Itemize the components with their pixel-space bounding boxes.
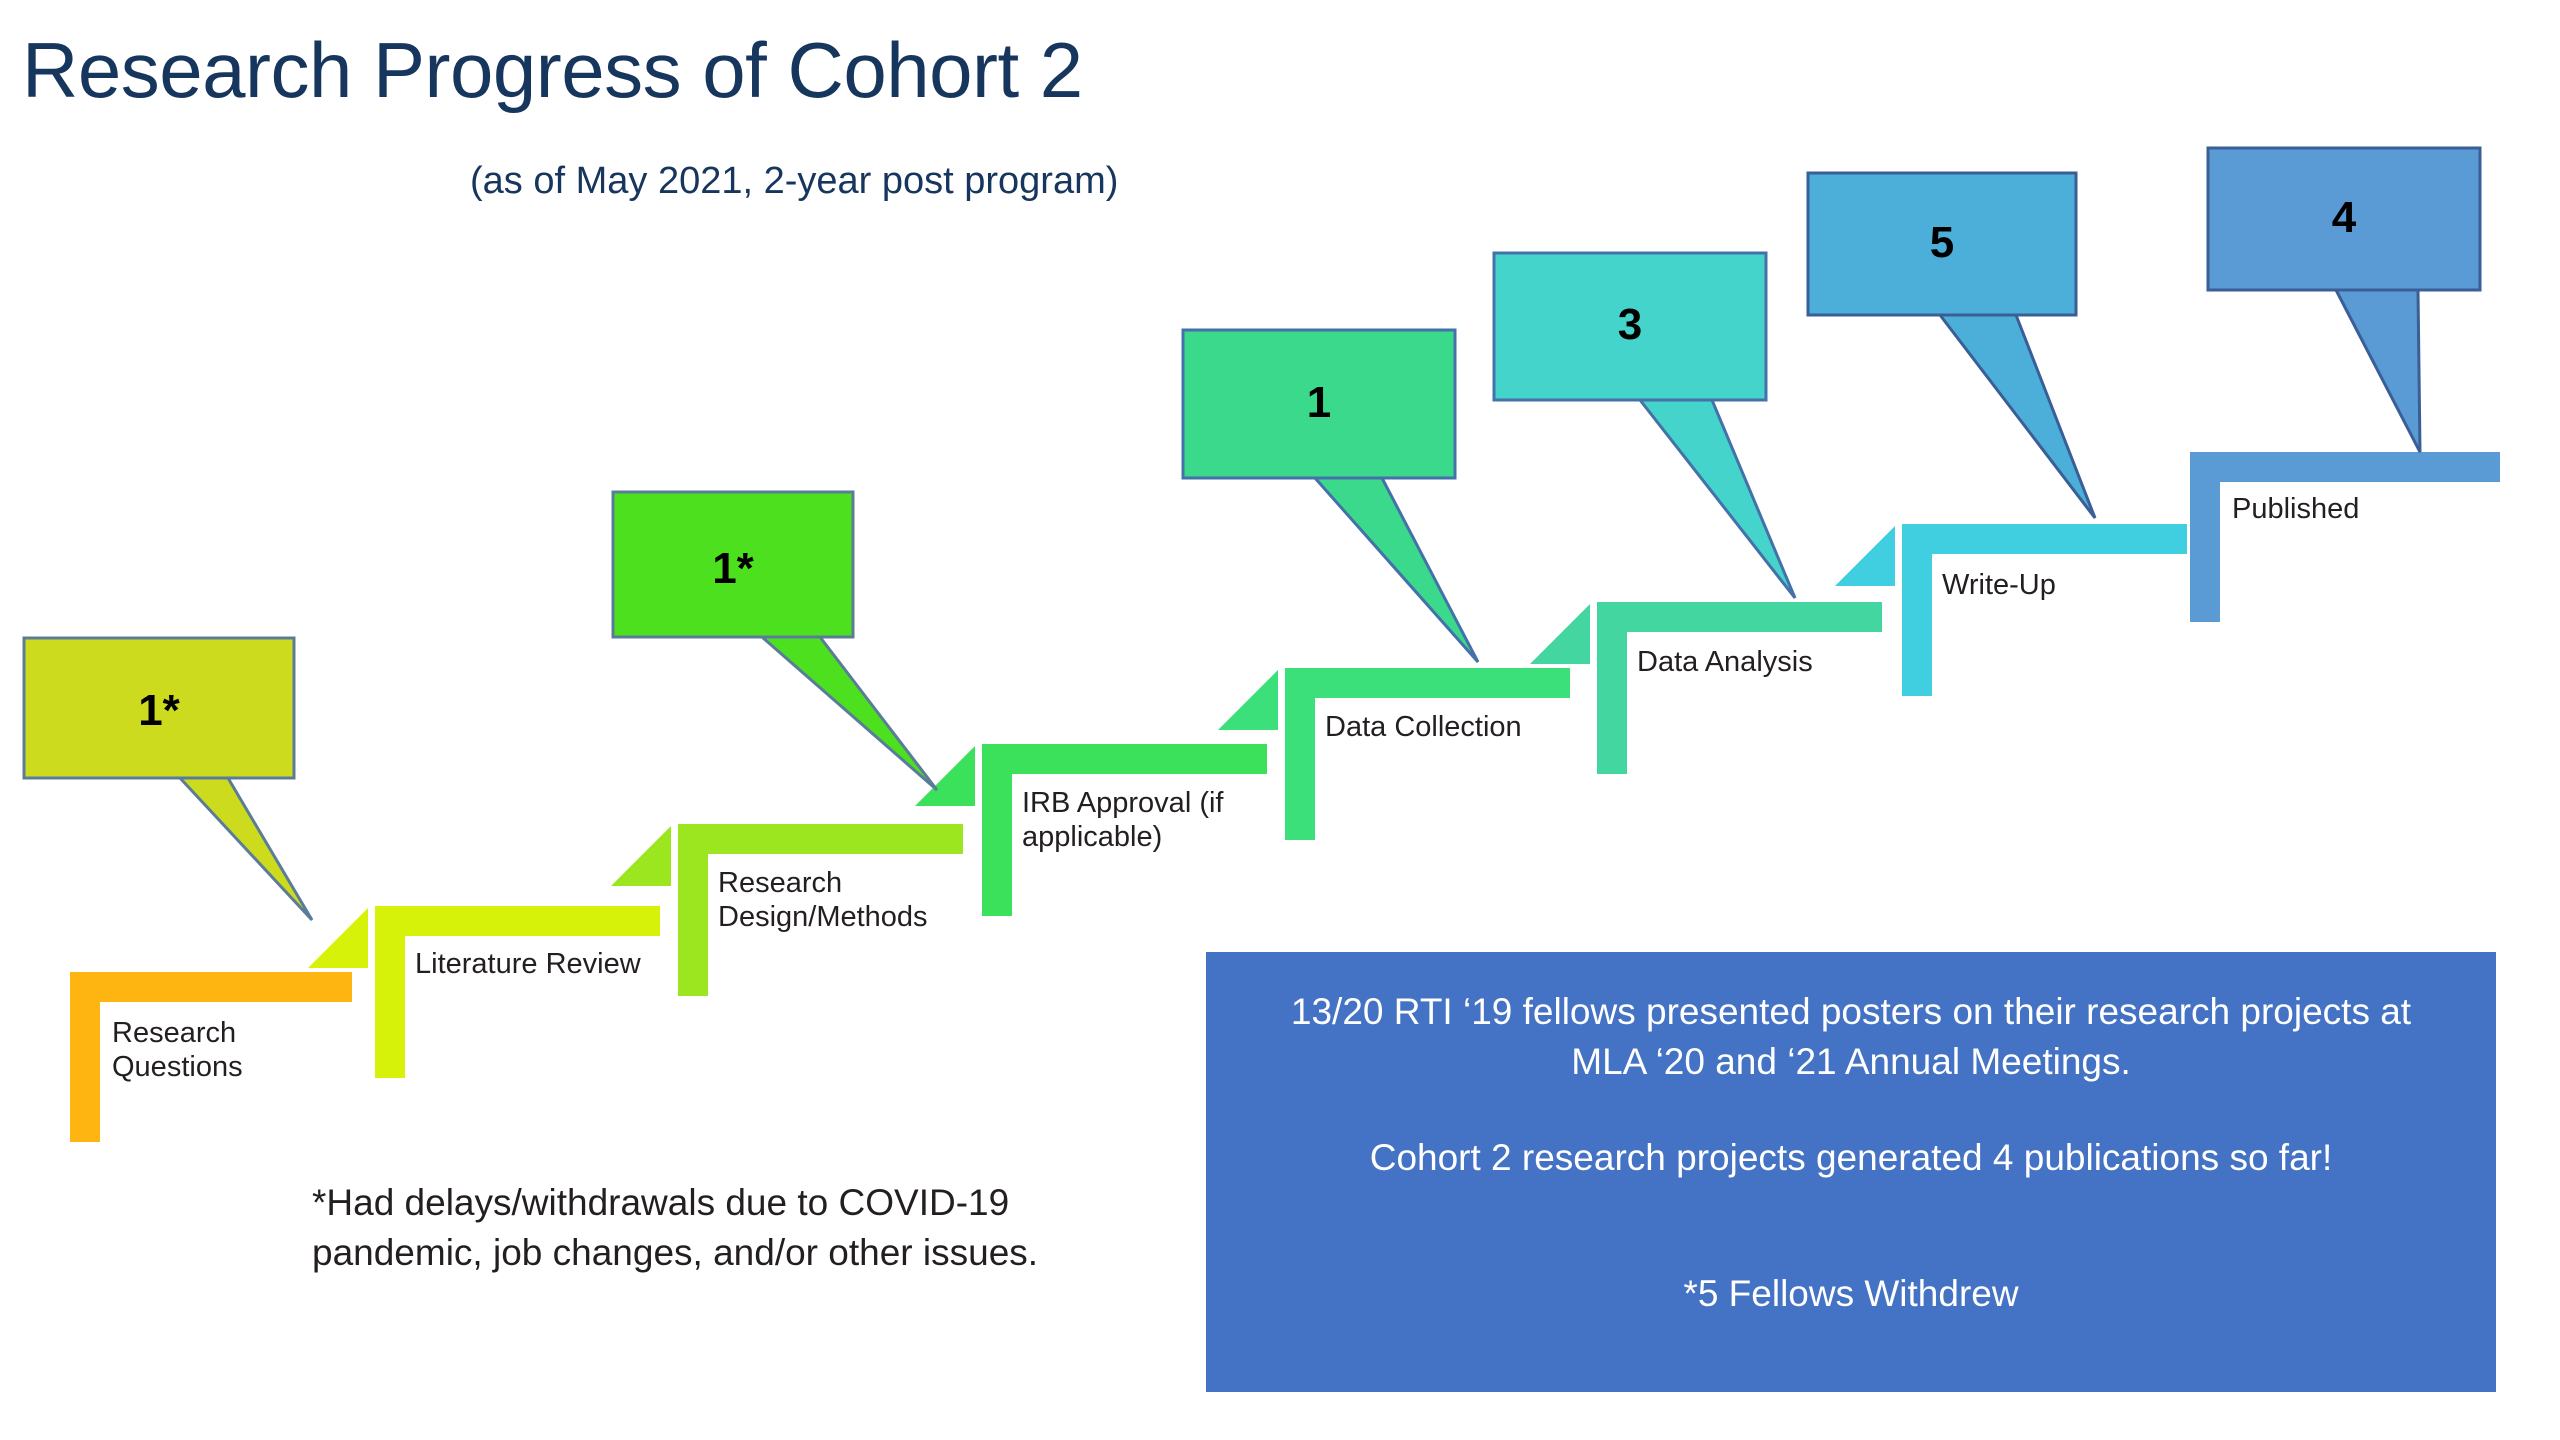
step-label-data-collection: Data Collection bbox=[1325, 711, 1522, 743]
callout-tail-callout-data-collection bbox=[1311, 476, 1480, 663]
callout-bubble-callout-research-questions[interactable] bbox=[22, 636, 296, 780]
riser-triangle-data-analysis bbox=[1530, 604, 1590, 664]
step-label-irb-approval: IRB Approval (if applicable) bbox=[1022, 787, 1224, 854]
info-spacer-2 bbox=[1249, 1183, 2453, 1269]
step-label-research-questions: Research Questions bbox=[112, 1017, 243, 1084]
step-arrow-published[interactable] bbox=[2190, 452, 2500, 622]
callout-bubble-group bbox=[22, 146, 2482, 922]
riser-triangle-research-design-methods bbox=[611, 826, 671, 886]
step-arrow-group bbox=[70, 452, 2500, 1142]
callout-bubble-callout-write-up[interactable] bbox=[1806, 171, 2078, 317]
callout-tail-callout-research-design bbox=[758, 635, 939, 792]
riser-triangle-write-up bbox=[1835, 526, 1895, 586]
callout-tail-callout-write-up bbox=[1936, 313, 2097, 519]
info-line-publications: Cohort 2 research projects generated 4 p… bbox=[1369, 1136, 2333, 1178]
step-arrow-research-design-methods[interactable] bbox=[678, 824, 963, 996]
page-title: Research Progress of Cohort 2 bbox=[22, 26, 1083, 114]
callout-bubble-callout-published[interactable] bbox=[2206, 146, 2482, 292]
info-line-posters: 13/20 RTI ‘19 fellows presented posters … bbox=[1290, 991, 2412, 1082]
step-arrow-literature-review[interactable] bbox=[375, 906, 660, 1078]
riser-triangle-data-collection bbox=[1218, 670, 1278, 730]
riser-triangle-group bbox=[308, 526, 1895, 968]
callout-bubble-callout-data-collection[interactable] bbox=[1181, 328, 1457, 480]
step-arrow-data-collection[interactable] bbox=[1285, 668, 1570, 840]
step-arrow-irb-approval[interactable] bbox=[982, 744, 1267, 916]
step-arrow-write-up[interactable] bbox=[1902, 524, 2187, 696]
riser-triangle-literature-review bbox=[308, 908, 368, 968]
step-arrow-research-questions[interactable] bbox=[70, 972, 352, 1142]
callout-tail-callout-research-questions bbox=[176, 776, 314, 922]
step-label-literature-review: Literature Review bbox=[415, 948, 641, 980]
step-label-data-analysis: Data Analysis bbox=[1637, 646, 1813, 678]
callout-bubble-callout-data-analysis[interactable] bbox=[1492, 251, 1768, 402]
callout-tail-callout-published bbox=[2333, 288, 2422, 453]
callout-bubble-callout-research-design[interactable] bbox=[611, 490, 855, 639]
step-label-research-design-methods: Research Design/Methods bbox=[718, 867, 928, 934]
summary-info-box: 13/20 RTI ‘19 fellows presented posters … bbox=[1206, 952, 2496, 1392]
page-subtitle: (as of May 2021, 2-year post program) bbox=[470, 160, 1119, 202]
info-spacer-1 bbox=[1249, 1087, 2453, 1133]
covid-footnote: *Had delays/withdrawals due to COVID-19 … bbox=[312, 1182, 1039, 1273]
riser-triangle-irb-approval bbox=[915, 746, 975, 806]
step-label-write-up: Write-Up bbox=[1942, 569, 2056, 601]
info-line-withdrew: *5 Fellows Withdrew bbox=[1683, 1272, 2019, 1314]
callout-tail-callout-data-analysis bbox=[1636, 398, 1797, 599]
step-arrow-data-analysis[interactable] bbox=[1597, 602, 1882, 774]
step-label-published: Published bbox=[2232, 493, 2360, 525]
